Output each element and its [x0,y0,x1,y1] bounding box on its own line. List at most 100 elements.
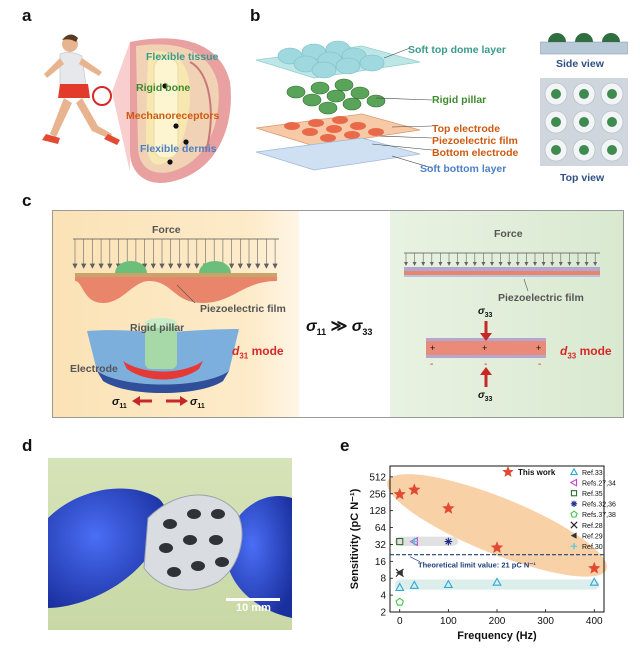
legend-marker [570,510,578,518]
force-arrowhead [507,262,512,266]
legend-label: Refs.27,34 [582,480,616,487]
force-arrowhead [272,263,278,269]
force-arrowhead [438,262,443,266]
force-arrowhead [455,262,460,266]
label-scale-bar: 10 mm [236,602,271,614]
force-arrowhead [255,263,261,269]
force-arrowhead [98,263,104,269]
force-arrowhead [237,263,243,269]
data-point [395,568,403,577]
label-electrode: Electrode [70,363,118,375]
y-tick-label: 16 [375,557,387,568]
legend-label: This work [518,468,556,477]
side-view-graphic [540,33,628,55]
data-point [443,579,454,589]
force-arrowhead [533,262,537,266]
svg-text:-: - [484,359,487,370]
force-arrowhead [584,262,589,266]
label-sigma33-top: σ33 [478,306,493,319]
panel-c-d31-diagram [72,238,279,393]
label-piezoelectric-film: Piezoelectric film [432,135,518,147]
force-arrowhead [263,263,269,269]
force-arrowhead [176,263,182,269]
label-bottom-electrode: Bottom electrode [432,147,519,159]
force-arrowhead [81,263,87,269]
fingertip-cross-section [112,38,231,183]
force-arrowhead [194,263,200,269]
legend-marker [570,500,578,507]
electrode-layer-graphic [255,113,421,147]
ref33-region [394,579,600,590]
legend-label: Ref.28 [582,523,603,530]
bottom-layer-graphic [255,137,421,171]
force-arrowhead [490,262,494,266]
force-arrowhead [72,263,78,269]
label-flexible-dermis: Flexible dermis [140,143,217,155]
label-sigma11-left: σ11 [112,396,127,411]
legend-label: Ref.29 [582,533,603,540]
legend-label: Ref.30 [582,544,603,551]
d31-sub: 31 [239,351,249,361]
force-arrowhead [481,262,486,266]
y-tick-label: 128 [369,506,386,517]
force-arrowhead [246,263,252,269]
force-arrowhead [168,263,174,269]
data-point [588,561,601,574]
label-top-view: Top view [560,172,605,184]
force-arrowhead [464,262,469,266]
data-point [444,537,453,546]
svg-text:-: - [538,359,541,370]
force-arrowhead [472,262,477,266]
force-arrowhead [567,262,572,266]
force-arrowhead [550,262,555,266]
panel-c-d33-diagram: + + + - - - [404,252,600,387]
data-point [442,501,455,514]
legend-marker [502,466,514,477]
d33-suffix: mode [576,344,612,358]
data-point [492,577,502,586]
panel-c-d33-bg [390,211,623,417]
svg-text:+: + [536,343,541,353]
svg-text:+: + [430,343,435,353]
label-d31-mode: d31 mode [232,344,284,360]
force-arrowhead [89,263,95,269]
label-mechanoreceptors: Mechanoreceptors [126,110,220,122]
panel-d-photo [48,458,292,630]
svg-text:-: - [430,359,433,370]
x-tick-label: 100 [440,616,457,627]
data-point [490,541,504,553]
force-arrowhead [404,262,408,266]
legend-marker [570,532,577,539]
force-arrowhead [412,262,417,266]
legend-marker [570,543,578,550]
panel-b-exploded-stack [255,40,432,171]
label-force-right: Force [494,228,523,240]
legend-label: Refs.32,36 [582,502,616,509]
rigid-pillars-graphic [286,78,386,115]
y-tick-label: 512 [369,472,386,483]
force-arrowhead [524,262,529,266]
x-tick-label: 400 [586,616,603,627]
force-arrowhead [498,262,503,266]
label-piezo-film-right: Piezoelectric film [498,292,584,304]
force-arrowhead [593,262,598,266]
panel-letter-c: c [22,191,32,210]
label-top-electrode: Top electrode [432,123,501,135]
label-sigma-comparison: σ11 ≫ σ33 [306,318,373,338]
label-rigid-pillar-c: Rigid pillar [130,322,185,334]
x-tick-label: 200 [489,616,506,627]
force-arrowhead [185,263,191,269]
d31-suffix: mode [248,344,284,358]
y-tick-label: 8 [380,574,386,585]
legend-marker [570,490,578,497]
label-soft-top-dome-layer: Soft top dome layer [408,44,507,56]
data-point [410,537,419,546]
theoretical-limit-label: Theoretical limit value: 21 pC N⁻¹ [418,561,536,570]
legend-label: Refs.37,38 [582,512,616,519]
label-rigid-pillar: Rigid pillar [432,94,487,106]
label-piezo-film-left: Piezoelectric film [200,303,286,315]
force-arrowhead [576,262,580,266]
d33-sub: 33 [567,351,577,361]
force-arrowhead [229,263,235,269]
data-point [395,597,404,606]
